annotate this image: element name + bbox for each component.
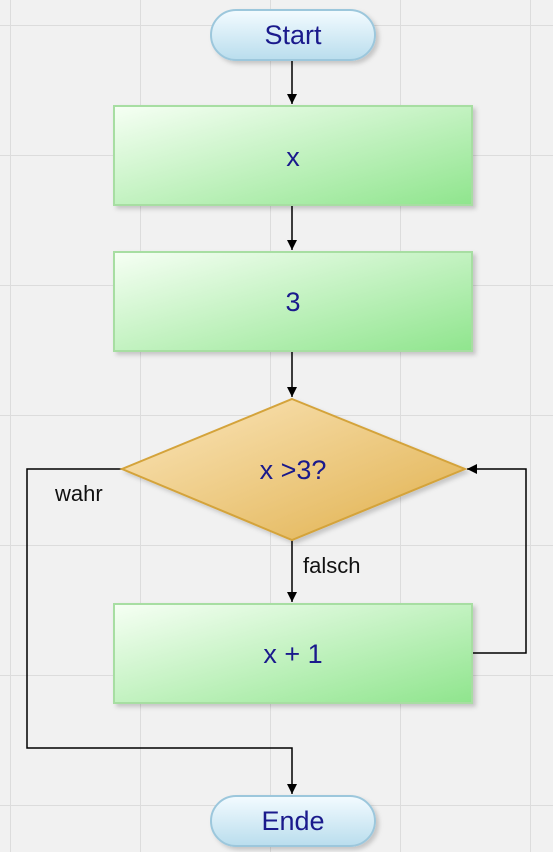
process-x[interactable]: x — [113, 105, 473, 206]
start-node[interactable]: Start — [210, 9, 376, 61]
process-increment-label: x + 1 — [263, 639, 322, 669]
label-false: falsch — [303, 553, 360, 578]
start-label: Start — [264, 20, 322, 50]
label-true: wahr — [54, 481, 103, 506]
connectors — [26, 60, 527, 794]
process-increment[interactable]: x + 1 — [113, 603, 473, 704]
process-3[interactable]: 3 — [113, 251, 473, 352]
decision-node[interactable]: x >3? — [119, 397, 468, 542]
decision-label: x >3? — [260, 455, 327, 485]
process-x-label: x — [286, 142, 300, 172]
end-node[interactable]: Ende — [210, 795, 376, 847]
connector-decision-true — [26, 468, 297, 794]
connector-loop-back — [467, 464, 527, 654]
process-3-label: 3 — [285, 287, 300, 317]
end-label: Ende — [261, 806, 324, 836]
